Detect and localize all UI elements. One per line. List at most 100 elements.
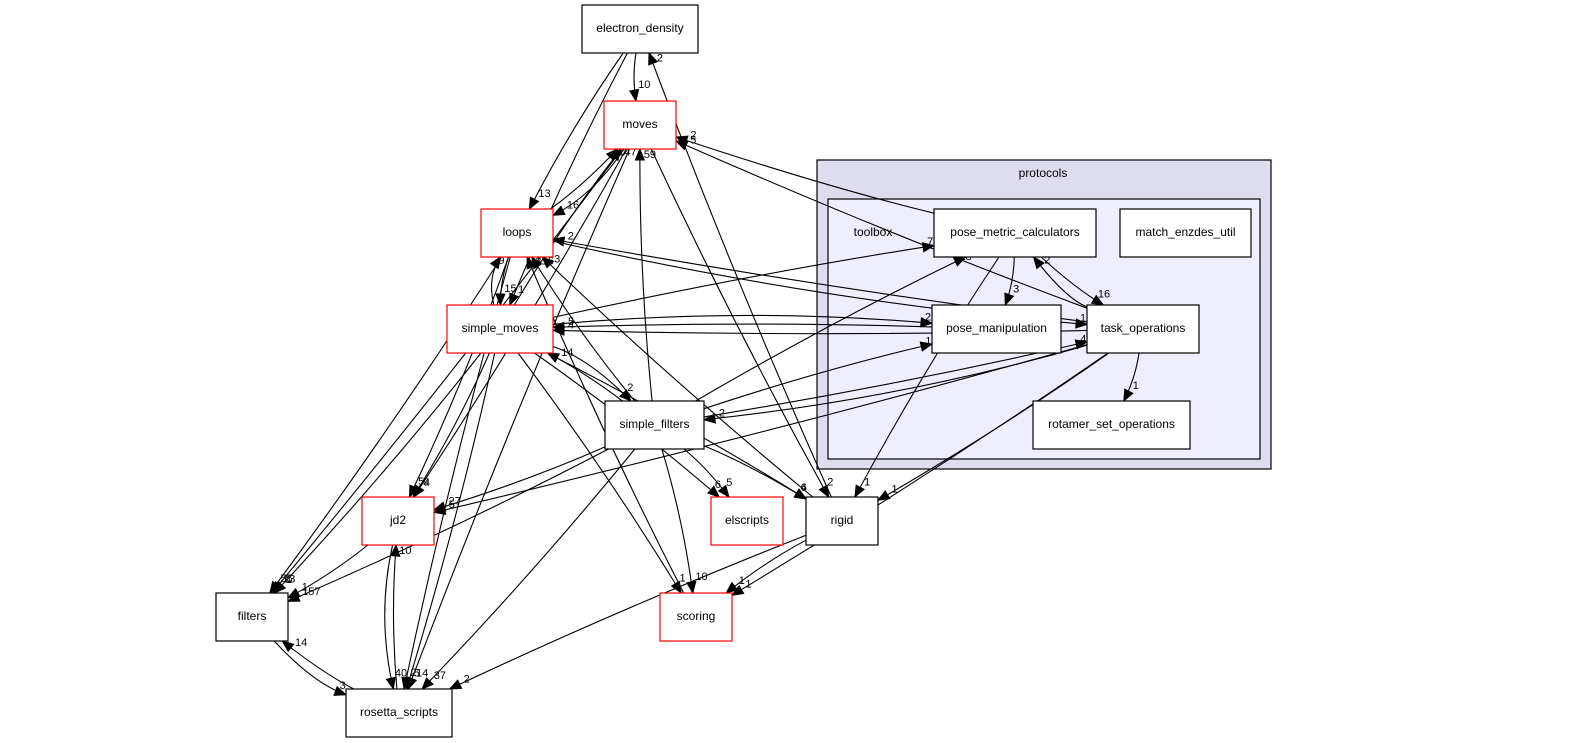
node-box [215, 592, 289, 642]
arrowhead-icon [818, 484, 830, 499]
arrowhead-icon [1074, 339, 1089, 350]
edge-rigid-to-rosetta_scripts: 2 [448, 534, 807, 690]
edge-label: 14 [295, 637, 307, 649]
edge-simple_filters-to-simple_moves: 14 [546, 347, 623, 402]
edge-simple_filters-to-pose_manipulation: 1 [703, 336, 934, 410]
edge-label: 7 [927, 236, 933, 248]
node-match-enzdes-util[interactable]: match_enzdes_util [1119, 208, 1252, 258]
node-label: simple_moves [462, 321, 539, 335]
edge-label: 13 [283, 574, 295, 586]
edge-line [509, 52, 628, 306]
node-rosetta-scripts[interactable]: rosetta_scripts [345, 688, 453, 738]
edge-label: 2 [719, 408, 725, 420]
edge-simple_filters-to-scoring: 10 [661, 448, 708, 595]
node-label: pose_metric_calculators [950, 225, 1079, 239]
edge-rosetta_scripts-to-filters: 14 [281, 637, 354, 690]
arrowhead-icon [385, 676, 396, 691]
node-rotamer-set-operations[interactable]: rotamer_set_operations [1032, 400, 1191, 450]
arrowhead-icon [1004, 292, 1015, 307]
edge-label: 3 [535, 256, 541, 268]
edge-pose_metric_calculators-to-task_operations: 16 [1040, 256, 1110, 306]
edge-line [552, 323, 933, 328]
arrowhead-icon [921, 242, 936, 253]
edge-line [703, 445, 807, 500]
edge-line [271, 148, 623, 594]
edge-line [528, 52, 624, 210]
node-simple-filters[interactable]: simple_filters [604, 400, 705, 450]
edge-line [639, 148, 653, 402]
edge-electron_density-to-loops: 13 [528, 52, 624, 211]
node-moves[interactable]: moves [603, 100, 677, 150]
node-loops[interactable]: loops [480, 208, 554, 258]
arrowhead-icon [407, 676, 418, 691]
arrowhead-icon [725, 581, 739, 594]
edge-label: 4 [1080, 333, 1086, 345]
edge-label: 55 [280, 573, 292, 585]
node-filters[interactable]: filters [215, 592, 289, 642]
edge-label: 1 [739, 575, 745, 587]
node-label: electron_density [596, 21, 683, 35]
edge-label: 13 [538, 188, 550, 200]
edge-label: 1 [864, 476, 870, 488]
node-label: filters [238, 609, 267, 623]
edge-label: 1 [680, 573, 686, 585]
edge-label: 5 [418, 476, 424, 488]
edge-line [433, 446, 606, 511]
node-task-operations[interactable]: task_operations [1086, 304, 1200, 354]
node-scoring[interactable]: scoring [659, 592, 733, 642]
arrowhead-icon [551, 325, 565, 336]
node-jd2[interactable]: jd2 [361, 496, 435, 546]
edge-line [274, 352, 482, 594]
node-pose-metric-calculators[interactable]: pose_metric_calculators [933, 208, 1097, 258]
arrowhead-icon [1123, 388, 1134, 403]
arrowhead-icon [628, 88, 640, 103]
node-box [345, 688, 453, 738]
node-box [604, 400, 705, 450]
arrowhead-icon [528, 196, 540, 211]
node-elscripts[interactable]: elscripts [710, 496, 784, 546]
node-simple-moves[interactable]: simple_moves [446, 304, 554, 354]
edge-label: 2 [657, 52, 663, 64]
edge-line [526, 256, 685, 594]
edge-label: 2 [827, 476, 833, 488]
node-box [710, 496, 784, 546]
edge-line [854, 256, 1000, 498]
edge-label: 10 [638, 79, 650, 91]
arrowhead-icon [648, 51, 658, 66]
edges-layer: 1013126024759165215916332541422718316211… [269, 51, 1140, 696]
arrowhead-icon [1075, 318, 1089, 329]
edge-label: 14 [561, 347, 573, 359]
node-electron-density[interactable]: electron_density [581, 4, 699, 54]
edge-simple_moves-to-pose_manipulation: 2 [552, 311, 934, 328]
edge-simple_filters-to-rosetta_scripts: 37 [421, 448, 636, 690]
edge-label: 2 [568, 230, 574, 242]
edge-rosetta_scripts-to-jd2: 10 [390, 543, 412, 690]
node-label: rigid [831, 513, 854, 527]
edge-task_operations-to-rotamer_set_operations: 1 [1123, 352, 1140, 403]
edge-label: 1 [1133, 380, 1139, 392]
edge-simple_moves-to-pose_metric_calculators: 7 [552, 236, 936, 318]
edge-label: 1 [1080, 312, 1086, 324]
edge-label: 5 [690, 134, 696, 146]
arrowhead-icon [271, 580, 284, 595]
arrowhead-icon [489, 255, 502, 270]
arrowhead-icon [541, 256, 555, 269]
edge-pose_metric_calculators-to-rigid: 1 [854, 256, 1000, 499]
edge-label: 2 [464, 673, 470, 685]
edge-moves-to-filters: 13 [271, 148, 623, 595]
edge-label: 2 [690, 130, 696, 142]
edge-label: 2 [410, 667, 416, 679]
edge-line [269, 256, 503, 594]
node-box [603, 100, 677, 150]
edge-line [695, 256, 966, 402]
edge-moves-to-rosetta_scripts: 14 [407, 148, 631, 691]
node-box [931, 304, 1062, 354]
node-box [1119, 208, 1252, 258]
edge-line [661, 448, 694, 594]
edge-label: 6 [801, 482, 807, 494]
node-pose-manipulation[interactable]: pose_manipulation [931, 304, 1062, 354]
node-rigid[interactable]: rigid [805, 496, 879, 546]
edge-line [547, 352, 623, 402]
edge-label: 40 [395, 667, 407, 679]
